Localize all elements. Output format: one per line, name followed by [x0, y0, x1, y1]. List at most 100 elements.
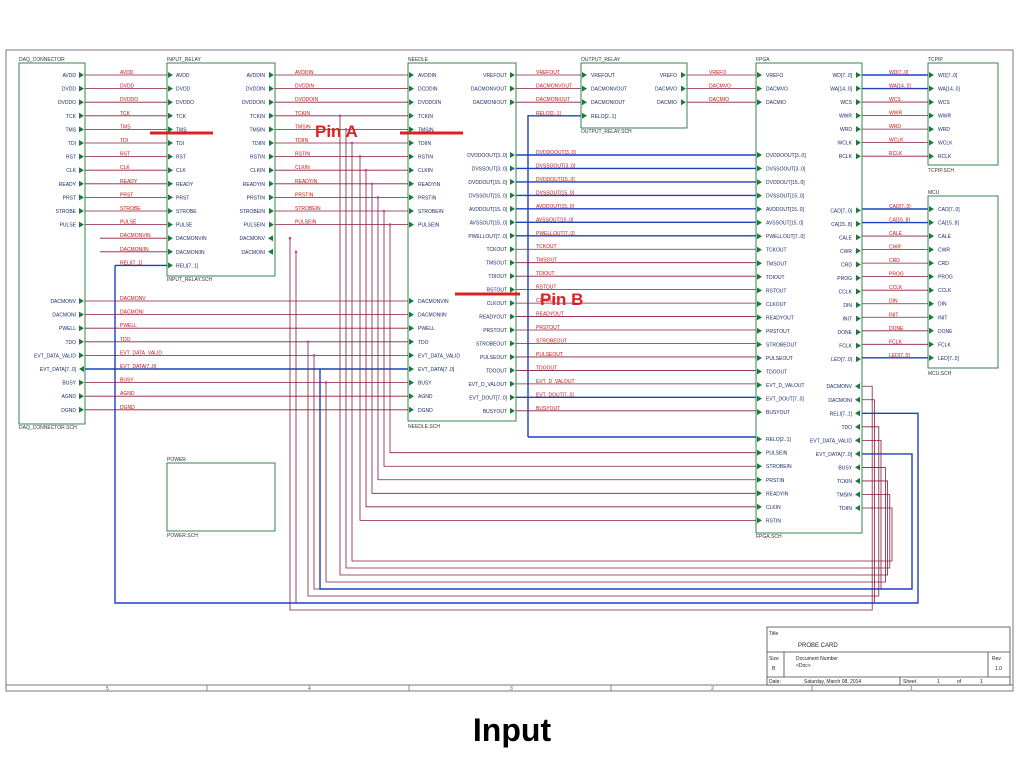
port-arrow-icon	[409, 153, 414, 160]
fpga-pin-label: RSTOUT	[766, 288, 786, 294]
needle-pin-label: DACMONVIN	[418, 299, 449, 305]
port-arrow-icon	[168, 99, 173, 106]
port-arrow-icon	[510, 219, 515, 226]
port-arrow-icon	[929, 354, 934, 361]
wire	[339, 115, 888, 576]
port-arrow-icon	[856, 329, 861, 336]
fpga-pin-label: CLKIN	[766, 505, 781, 511]
relay-pin-label: RST	[176, 155, 186, 161]
port-arrow-icon	[510, 152, 515, 158]
needle-pin-label: VREFOUT	[483, 73, 507, 79]
port-arrow-icon	[168, 221, 173, 228]
port-arrow-icon	[79, 325, 84, 332]
port-arrow-icon	[409, 311, 414, 318]
relay-pin-label: TMS	[176, 127, 187, 133]
wire	[365, 170, 757, 508]
port-arrow-icon	[856, 356, 861, 363]
port-arrow-icon	[855, 383, 860, 390]
port-arrow-icon	[168, 140, 173, 146]
port-arrow-icon	[681, 99, 686, 106]
net-label: WCLK	[889, 138, 904, 144]
net-label: DVDDOUT[15..0]	[536, 177, 575, 183]
fpga-pin-label: DVDDOOUT[3..0]	[766, 153, 806, 159]
net-label: EVT_DATA_VALID	[120, 350, 162, 356]
port-arrow-icon	[929, 260, 934, 267]
wire	[359, 156, 757, 521]
port-arrow-icon	[269, 126, 274, 133]
of-label: of	[957, 679, 962, 685]
tcpip-pin-label: WA[14..0]	[938, 87, 960, 93]
net-label: RELO[2..1]	[536, 111, 561, 117]
relay-pin-label: CLKIN	[250, 168, 265, 174]
fpga-pin-label: VREFO	[766, 73, 783, 79]
port-arrow-icon	[510, 99, 515, 106]
port-arrow-icon	[757, 517, 762, 524]
block-footer-mcu: MCU.SCH	[928, 371, 952, 377]
port-arrow-icon	[409, 366, 414, 372]
daq-pin-label: PWELL	[59, 326, 76, 332]
fpga-pin-label: WA[14..0]	[830, 87, 852, 93]
pin-b-label: Pin B	[540, 290, 583, 309]
tcpip-pin-label: WCLK	[938, 141, 953, 147]
relay-pin-label: READY	[176, 182, 194, 188]
port-arrow-icon	[168, 126, 173, 133]
net-label: RST	[120, 152, 130, 158]
needle-pin-label: DVDDOIN	[418, 100, 441, 106]
port-arrow-icon	[409, 194, 414, 201]
port-arrow-icon	[79, 167, 84, 174]
port-arrow-icon	[269, 153, 274, 160]
net-label: PRSTIN	[295, 192, 314, 198]
net-label: LED[7..0]	[889, 353, 910, 359]
port-arrow-icon	[79, 126, 84, 133]
daq-pin-label: PRST	[63, 195, 76, 201]
net-label: RSTOUT	[536, 285, 556, 291]
port-arrow-icon	[168, 262, 173, 269]
needle-pin-label: TDOOUT	[486, 368, 507, 374]
port-arrow-icon	[79, 140, 84, 146]
port-arrow-icon	[929, 273, 934, 280]
port-arrow-icon	[757, 463, 762, 470]
net-label: VREFOUT	[536, 70, 560, 76]
needle-pin-label: PWELLOUT[7..0]	[468, 234, 507, 240]
port-arrow-icon	[856, 288, 861, 295]
tcpip-pin-label: WWR	[938, 114, 951, 120]
pin-a-label: Pin A	[315, 122, 358, 141]
relay-pin-label: DACMONI	[241, 250, 265, 256]
port-arrow-icon	[929, 314, 934, 321]
fpga-pin-label: DVSSOOUT[3..0]	[766, 167, 806, 173]
port-arrow-icon	[79, 393, 84, 400]
net-label: TCK	[120, 111, 131, 117]
fpga-pin-label: RSTIN	[766, 518, 781, 524]
daq-pin-label: RST	[66, 155, 76, 161]
needle-pin-label: PWELL	[418, 326, 435, 332]
net-label: PWELL	[120, 323, 137, 329]
needle-pin-label: EVT_DATA[7..0]	[418, 367, 455, 373]
net-label: AVSSOUT[15..0]	[536, 217, 574, 223]
port-arrow-icon	[856, 126, 861, 133]
port-arrow-icon	[168, 112, 173, 119]
port-arrow-icon	[79, 366, 84, 372]
fpga-pin-label: READYOUT	[766, 315, 794, 321]
port-arrow-icon	[856, 315, 861, 322]
wire	[377, 197, 757, 481]
net-label: RELI[7..1]	[120, 260, 143, 266]
border-number: 5	[106, 686, 109, 692]
mcu-pin-label: PROG	[938, 275, 953, 281]
needle-pin-label: EVT_D_VALOUT	[468, 382, 507, 388]
net-label: PRST	[120, 192, 133, 198]
fpga-pin-label: WWR	[839, 114, 852, 120]
port-arrow-icon	[855, 410, 860, 417]
needle-pin-label: DCDDIN	[418, 87, 438, 93]
port-arrow-icon	[79, 406, 84, 413]
fpga-pin-label: READYIN	[766, 491, 789, 497]
port-arrow-icon	[757, 219, 762, 226]
port-arrow-icon	[79, 72, 84, 78]
relay-pin-label: PRSTIN	[247, 195, 266, 201]
relay-pin-label: AVDD	[176, 73, 190, 79]
port-arrow-icon	[929, 327, 934, 334]
port-arrow-icon	[856, 274, 861, 281]
needle-pin-label: TDIOUT	[488, 274, 507, 280]
fpga-pin-label: PULSEIN	[766, 451, 788, 457]
mcu-pin-label: CALE	[938, 234, 952, 240]
fpga-pin-label: EVT_DATA[7..0]	[816, 452, 853, 458]
